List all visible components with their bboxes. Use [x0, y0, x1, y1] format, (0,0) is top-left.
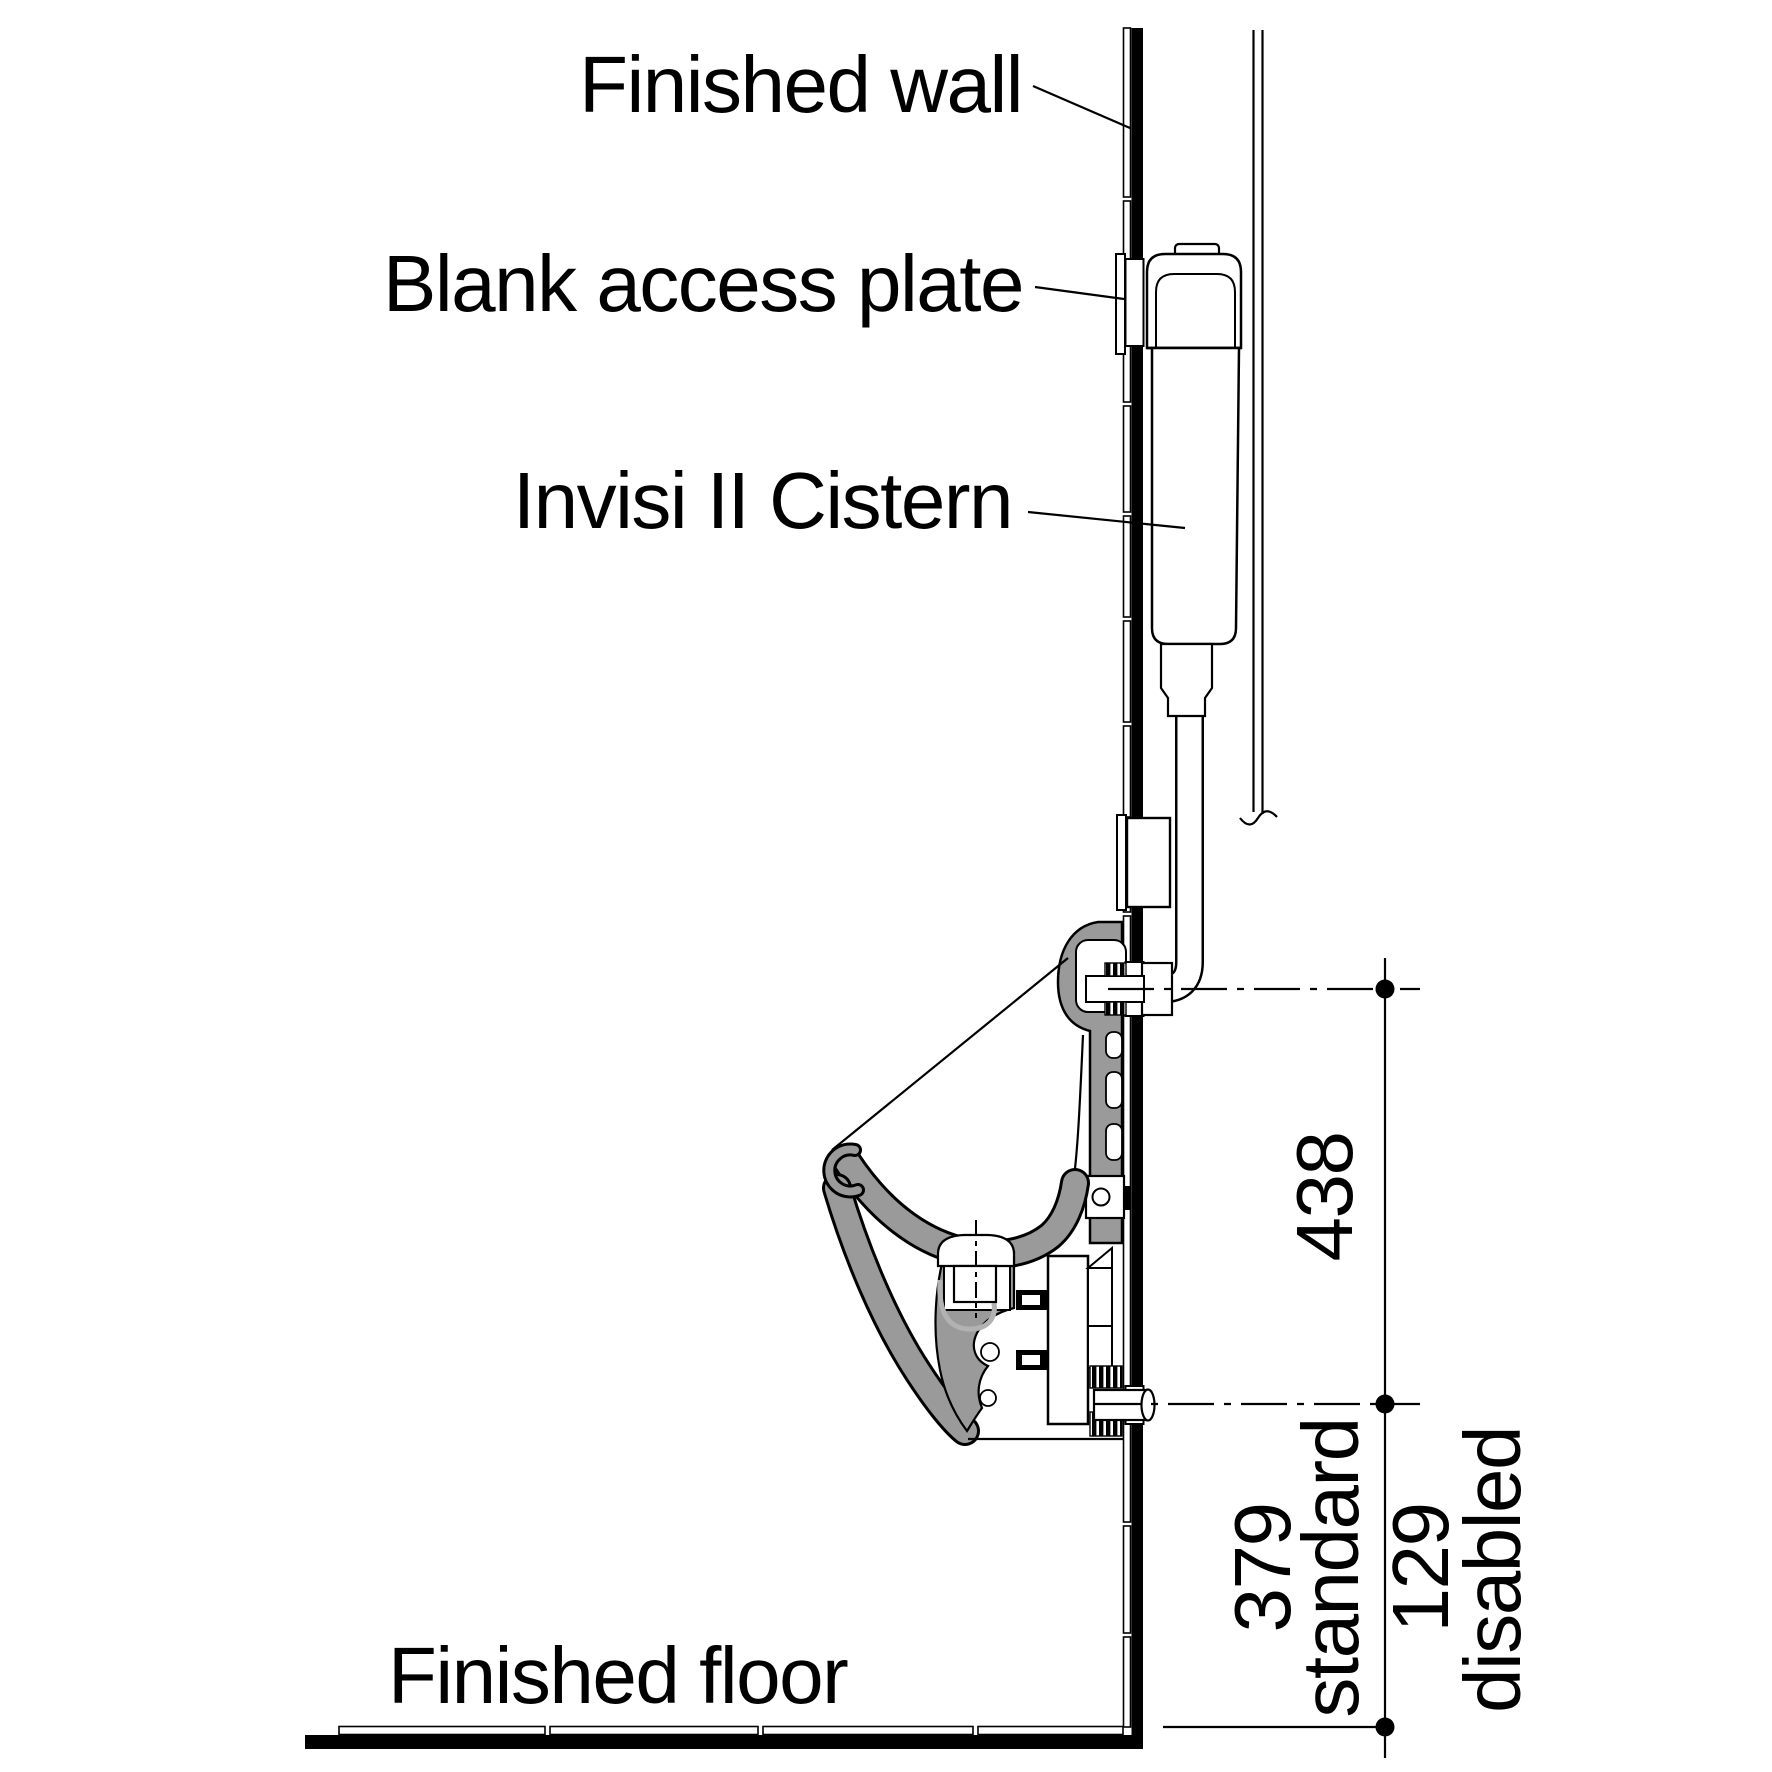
leader-cistern	[1027, 510, 1186, 530]
dim-point-floor	[1375, 1717, 1395, 1737]
label-finished-wall: Finished wall	[579, 40, 1022, 129]
front-lip-curl	[825, 1145, 862, 1196]
spigot-nut-lower	[1104, 1001, 1127, 1016]
cistern-outlet-neck	[1159, 642, 1214, 718]
outlet-assembly	[1046, 1245, 1156, 1437]
waste-outlet	[936, 1220, 1016, 1332]
rear-wall-line	[1239, 30, 1278, 826]
waste-cap	[936, 1233, 1016, 1268]
outlet-nut-upper	[1089, 1365, 1123, 1389]
blank-access-plate	[1115, 253, 1145, 355]
bracket-lug	[1124, 1186, 1131, 1210]
dim-disabled: disabled	[1448, 1427, 1537, 1713]
bracket-screw-hole	[1091, 1187, 1111, 1207]
urinal-top-edge	[831, 957, 1069, 1151]
dimensions	[1095, 958, 1420, 1758]
dim-point-outlet	[1375, 1394, 1395, 1414]
cistern-housing	[1145, 252, 1243, 350]
floor-tiles	[338, 1725, 1124, 1736]
flush-valve-access-box	[1116, 814, 1172, 911]
access-plate-cover	[1115, 253, 1126, 355]
leader-finished-wall	[1032, 84, 1131, 130]
floor-slab	[305, 1735, 1143, 1749]
cistern-tank-body	[1150, 346, 1241, 646]
dim-129: 129	[1376, 1504, 1465, 1633]
dim-standard: standard	[1286, 1418, 1375, 1717]
fixing-clips	[1016, 1290, 1048, 1370]
cistern-inner-shoulder	[1155, 273, 1236, 348]
dim-point-inlet	[1375, 979, 1395, 999]
dim-438: 438	[1280, 1133, 1369, 1262]
invisi-cistern	[1145, 242, 1243, 718]
outer-shell-section	[825, 1176, 977, 1443]
spigot-nut-upper	[1104, 962, 1127, 977]
label-blank-access-plate: Blank access plate	[383, 239, 1023, 328]
wall-opening-upper	[1124, 258, 1145, 347]
leader-lines	[1027, 84, 1186, 530]
trap-outline	[937, 1279, 997, 1332]
leader-access-plate	[1034, 285, 1125, 301]
finished-floor-structure	[305, 1725, 1143, 1749]
label-cistern: Invisi II Cistern	[513, 456, 1012, 545]
dim-379: 379	[1218, 1504, 1307, 1633]
pipe-break-symbol	[1239, 810, 1278, 826]
label-finished-floor: Finished floor	[388, 1631, 848, 1720]
outlet-valve-box	[1046, 1254, 1090, 1426]
